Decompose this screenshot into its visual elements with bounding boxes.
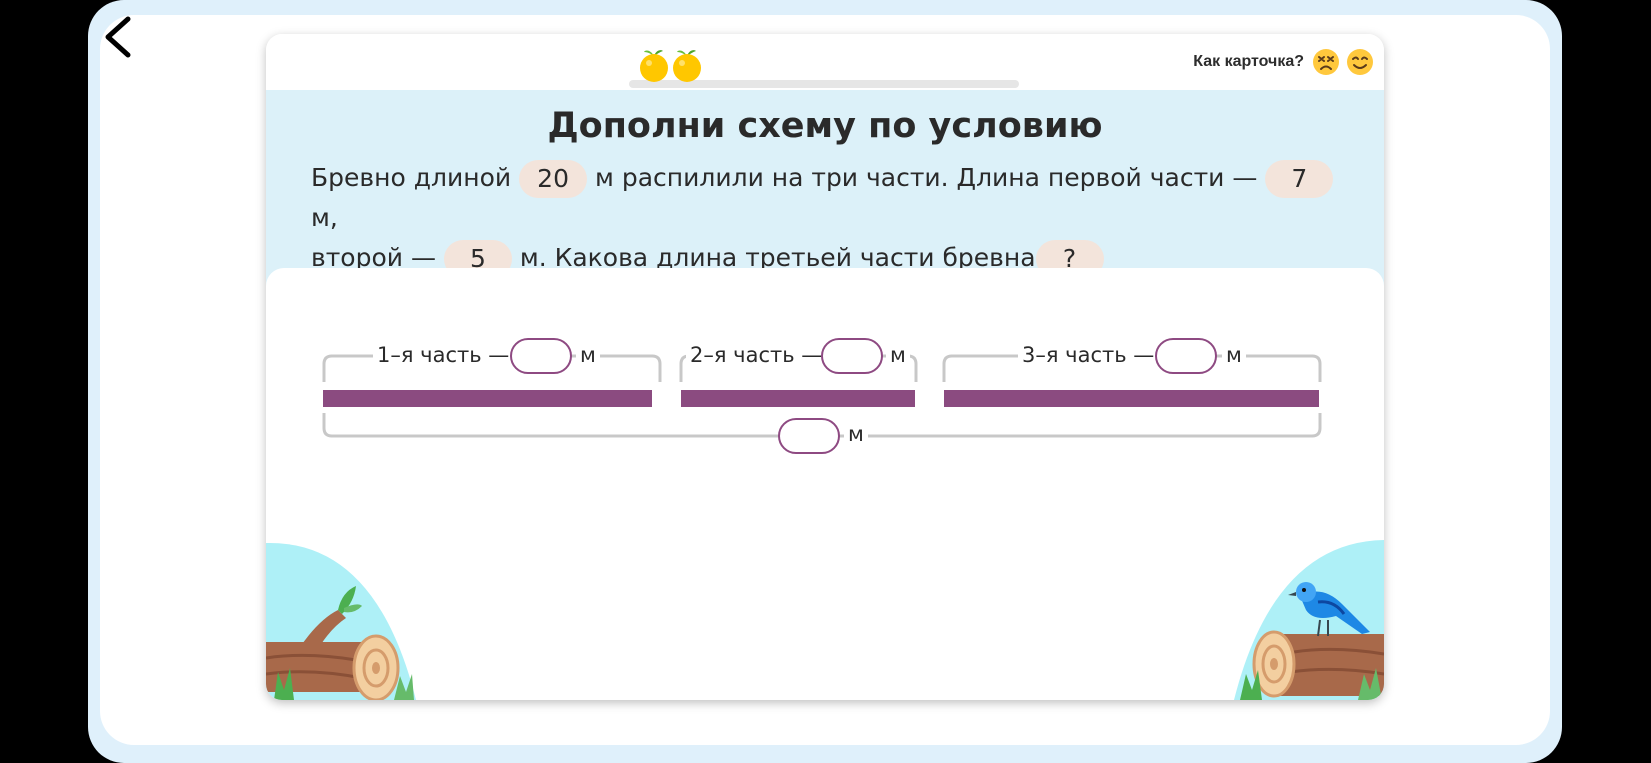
scheme-area: 1–я часть — м 2–я часть — м 3–я часть — …: [266, 268, 1384, 700]
orange-icon: [673, 50, 701, 82]
card-header: Как карточка?: [266, 34, 1384, 90]
rating-label: Как карточка?: [1193, 53, 1304, 70]
total-answer-input[interactable]: [778, 418, 840, 454]
part1-label: 1–я часть —: [373, 343, 514, 367]
segment-bar-2: [681, 390, 915, 407]
condition-text: второй —: [311, 243, 436, 272]
part3-answer-input[interactable]: [1155, 338, 1217, 374]
number-chip-first: 7: [1265, 160, 1334, 198]
part2-label: 2–я часть —: [686, 343, 827, 367]
segment-bar-1: [323, 390, 652, 407]
scheme-diagram: 1–я часть — м 2–я часть — м 3–я часть — …: [266, 268, 1384, 508]
condition-text: Бревно длиной: [311, 163, 512, 192]
condition-text: м. Какова длина третьей части бревна: [519, 243, 1036, 272]
progress-bar: [629, 80, 1019, 88]
condition-text: м распилили на три части. Длина первой ч…: [595, 163, 1258, 192]
part3-label: 3–я часть —: [1018, 343, 1159, 367]
unit-label: м: [576, 343, 600, 367]
unit-label: м: [886, 343, 910, 367]
task-card: Как карточка? Дополни схему по условию Б…: [266, 34, 1384, 700]
segment-bar-3: [944, 390, 1319, 407]
back-button[interactable]: [100, 15, 140, 63]
scheme-brackets: [322, 354, 1322, 438]
card-rating: Как карточка?: [1193, 48, 1374, 76]
orange-icon: [640, 50, 668, 82]
part1-answer-input[interactable]: [510, 338, 572, 374]
log-bird-illustration: [1234, 540, 1384, 700]
condition-text: м,: [311, 203, 338, 232]
log-branch-illustration: [266, 542, 416, 700]
task-condition: Бревно длиной 20 м распилили на три част…: [311, 158, 1351, 278]
chevron-left-icon: [105, 16, 131, 58]
number-chip-total: 20: [519, 160, 588, 198]
part2-answer-input[interactable]: [821, 338, 883, 374]
unit-label: м: [1222, 343, 1246, 367]
smile-face-icon[interactable]: [1346, 48, 1374, 76]
task-title: Дополни схему по условию: [547, 106, 1103, 146]
dizzy-face-icon[interactable]: [1312, 48, 1340, 76]
unit-label: м: [844, 422, 868, 446]
